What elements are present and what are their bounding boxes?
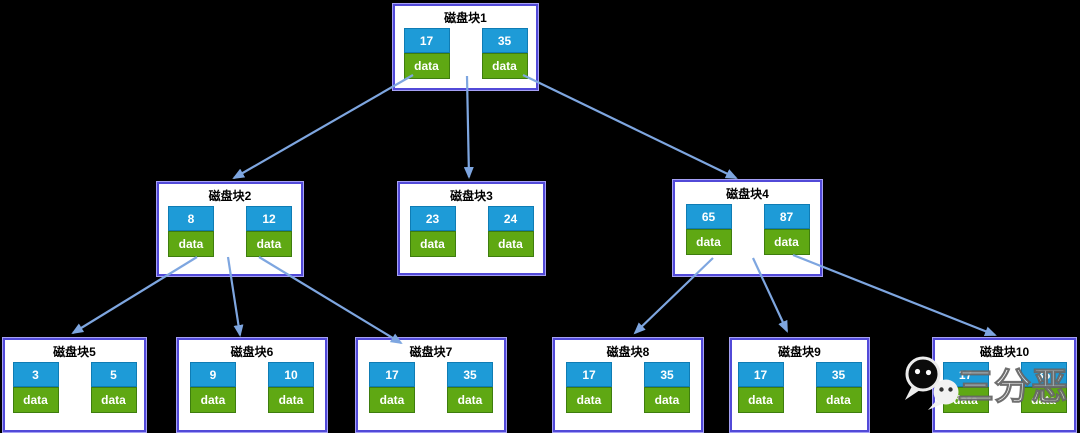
tree-edge-b1-b2 [232, 74, 414, 179]
key-box: 5 [90, 362, 137, 387]
disk-block-title: 磁盘块8 [606, 345, 650, 359]
data-box: data [1020, 387, 1067, 413]
key-box: 9 [190, 362, 236, 387]
data-box: data [409, 231, 456, 257]
data-box: data [12, 387, 59, 413]
key-box: 24 [487, 206, 534, 231]
disk-block-title: 磁盘块1 [444, 11, 487, 25]
disk-block-title: 磁盘块10 [979, 345, 1030, 359]
data-box: data [268, 387, 314, 413]
key-box: 35 [644, 362, 690, 387]
data-box: data [487, 231, 534, 257]
key-box: 35 [447, 362, 493, 387]
key-box: 17 [403, 28, 450, 53]
data-box: data [246, 231, 292, 257]
key-box: 35 [481, 28, 528, 53]
data-box: data [447, 387, 493, 413]
key-box: 8 [168, 206, 214, 231]
key-box: 35 [1020, 362, 1067, 387]
data-box: data [190, 387, 236, 413]
data-box: data [566, 387, 612, 413]
data-box: data [369, 387, 415, 413]
key-box: 17 [566, 362, 612, 387]
key-box: 3 [12, 362, 59, 387]
data-box: data [942, 387, 989, 413]
data-box: data [481, 53, 528, 79]
tree-edge-b1-b3 [463, 75, 474, 179]
key-box: 23 [409, 206, 456, 231]
key-box: 12 [246, 206, 292, 231]
data-box: data [403, 53, 450, 79]
disk-block-title: 磁盘块7 [409, 345, 453, 359]
disk-block-title: 磁盘块6 [230, 345, 274, 359]
key-box: 17 [369, 362, 415, 387]
data-box: data [685, 229, 732, 255]
disk-block-title: 磁盘块4 [726, 187, 769, 201]
key-box: 87 [763, 204, 810, 229]
key-box: 17 [737, 362, 784, 387]
data-box: data [90, 387, 137, 413]
disk-block-title: 磁盘块5 [53, 345, 96, 359]
disk-block-title: 磁盘块2 [208, 189, 252, 203]
key-box: 10 [268, 362, 314, 387]
data-box: data [644, 387, 690, 413]
data-box: data [168, 231, 214, 257]
key-box: 35 [815, 362, 862, 387]
disk-block-title: 磁盘块9 [778, 345, 821, 359]
data-box: data [737, 387, 784, 413]
tree-edge-b4-b10 [792, 253, 997, 337]
key-box: 65 [685, 204, 732, 229]
data-box: data [763, 229, 810, 255]
data-box: data [815, 387, 862, 413]
key-box: 17 [942, 362, 989, 387]
disk-block-title: 磁盘块3 [450, 189, 493, 203]
tree-edge-b1-b4 [522, 74, 738, 179]
